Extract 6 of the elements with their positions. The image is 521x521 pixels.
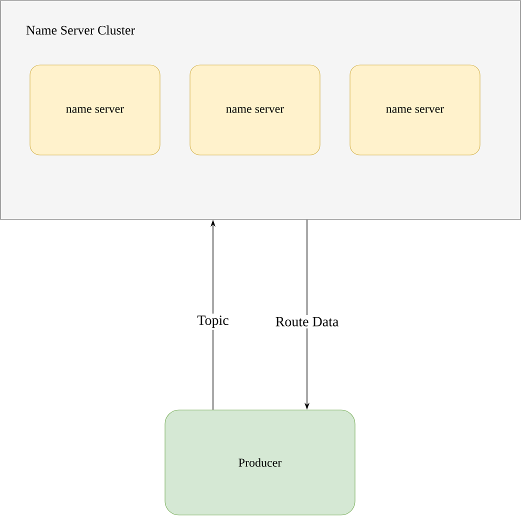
producer-box: Producer — [164, 410, 356, 516]
edge-label: Topic — [195, 314, 231, 330]
server-box: name server — [30, 64, 160, 156]
edge-label: Route Data — [273, 315, 341, 328]
server-box: name server — [350, 64, 480, 156]
server-box: name server — [190, 64, 320, 156]
